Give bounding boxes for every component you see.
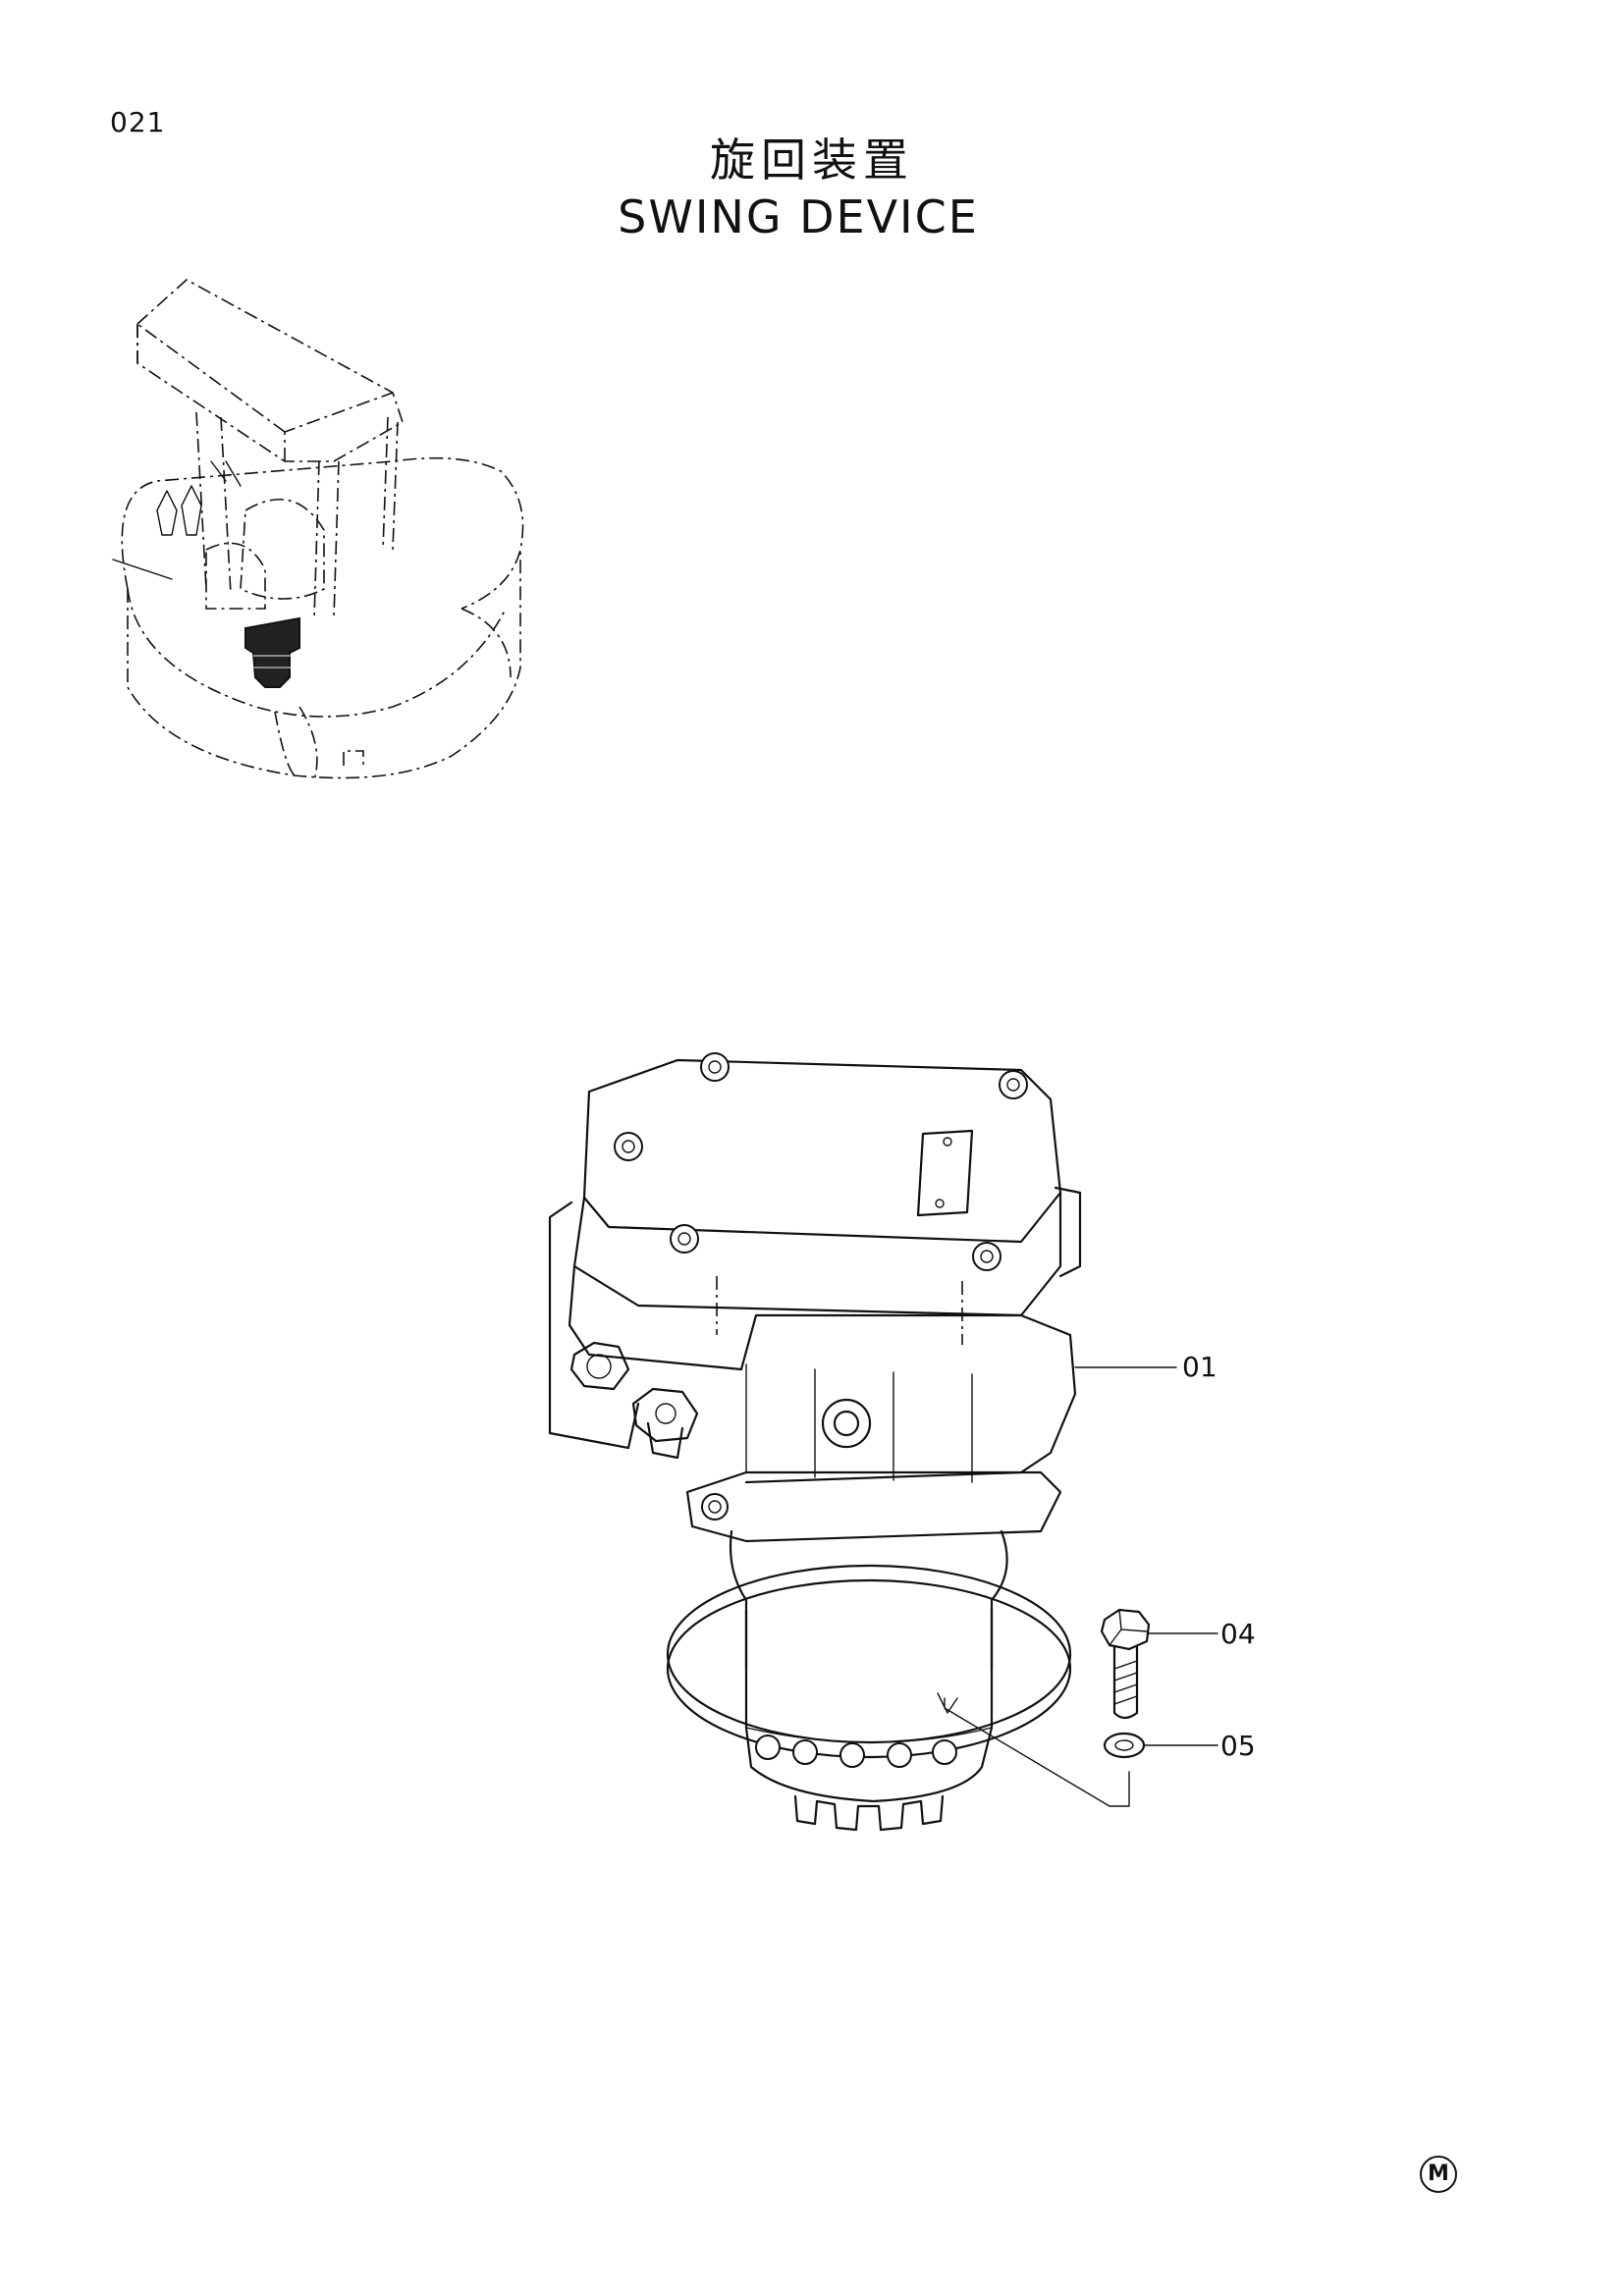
part-04-bolt xyxy=(1100,1608,1151,1720)
trademark-circle-m-icon: M xyxy=(1420,2156,1457,2193)
title-block: 旋回装置 SWING DEVICE xyxy=(0,133,1624,246)
machine-locator-illustration xyxy=(112,279,524,781)
part-05-washer xyxy=(1103,1732,1146,1759)
callout-05-label: 05 xyxy=(1220,1730,1256,1762)
page-title-en: SWING DEVICE xyxy=(618,190,979,243)
page-number: 021 xyxy=(110,106,166,138)
swing-device-drawing xyxy=(548,1052,1082,1832)
callout-04-label: 04 xyxy=(1220,1618,1256,1650)
callout-01-label: 01 xyxy=(1182,1351,1218,1383)
page-title-jp: 旋回装置 xyxy=(710,133,914,187)
leader-lines xyxy=(937,1366,1218,1807)
